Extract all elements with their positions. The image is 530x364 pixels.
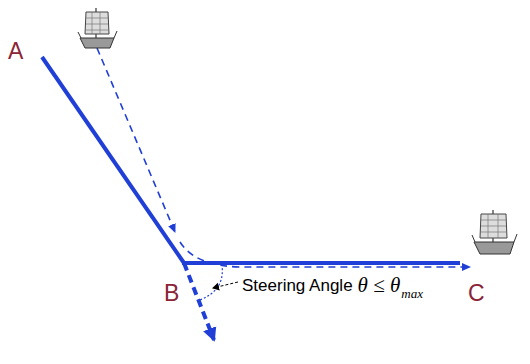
extension-arrow xyxy=(184,263,214,340)
ship-icon xyxy=(78,8,117,48)
route-segment-bc xyxy=(182,261,460,265)
leader-line xyxy=(213,282,238,288)
angle-subscript: max xyxy=(401,286,423,302)
ship-icon xyxy=(472,210,517,254)
route-segment-ab xyxy=(42,57,184,263)
angle-formula: θ ≤ θ xyxy=(358,273,401,298)
trajectory-path xyxy=(180,242,470,267)
angle-caption: Steering Angle xyxy=(242,276,353,296)
angle-arc xyxy=(200,266,222,300)
point-label: C xyxy=(468,280,485,307)
point-label: B xyxy=(164,280,179,307)
trajectory-arrow xyxy=(97,48,175,232)
point-label: A xyxy=(8,38,23,65)
